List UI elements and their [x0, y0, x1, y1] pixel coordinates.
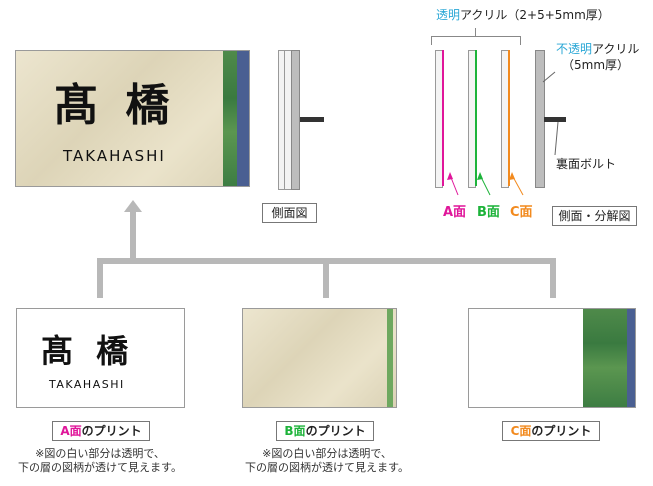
print-c-green-block	[583, 309, 627, 407]
opaque-thickness: （5mm厚）	[562, 58, 630, 72]
transparent-rest: アクリル（2+5+5mm厚）	[460, 8, 610, 22]
face-a-line	[442, 50, 444, 186]
print-c-panel	[468, 308, 636, 408]
print-a-face: A面	[60, 424, 82, 438]
print-c-label: C面のプリント	[502, 421, 600, 441]
transparent-bracket	[431, 36, 521, 45]
sign-composite: 髙 橋 TAKAHASHI	[15, 50, 250, 187]
sign-kanji: 髙 橋	[54, 80, 176, 131]
sign-navy-stripe	[237, 51, 249, 186]
print-b-note-line2: 下の層の図柄が透けて見えます。	[245, 461, 409, 474]
transparent-word: 透明	[436, 8, 461, 22]
print-a-suffix: のプリント	[81, 424, 142, 438]
print-b-green-stripe	[387, 309, 393, 407]
face-b-label: B面	[477, 205, 500, 220]
print-b-panel	[242, 308, 397, 408]
print-b-face: B面	[284, 424, 306, 438]
print-a-kanji: 髙 橋	[41, 332, 135, 370]
print-c-navy-stripe	[627, 309, 635, 407]
sign-roman: TAKAHASHI	[63, 147, 166, 165]
face-b-line	[475, 50, 477, 186]
opaque-caption: 不透明アクリル	[556, 42, 651, 56]
print-a-roman: TAKAHASHI	[49, 378, 125, 391]
print-b-label: B面のプリント	[276, 421, 374, 441]
print-b-note: ※図の白い部分は透明で、 下の層の図柄が透けて見えます。	[227, 447, 427, 475]
face-a-label: A面	[443, 205, 467, 220]
face-c-line	[508, 50, 510, 186]
side-view	[278, 50, 328, 190]
print-c-face: C面	[510, 424, 532, 438]
opaque-word: 不透明	[556, 42, 593, 56]
print-a-note-line1: ※図の白い部分は透明で、	[35, 447, 165, 460]
print-a-panel: 髙 橋 TAKAHASHI	[16, 308, 185, 408]
transparent-caption: 透明アクリル（2+5+5mm厚）	[436, 8, 651, 22]
transparent-bracket-tick	[475, 28, 476, 36]
print-c-suffix: のプリント	[531, 424, 592, 438]
exploded-bolt	[544, 117, 566, 122]
side-layer-3	[291, 50, 300, 190]
side-view-label: 側面図	[262, 203, 317, 223]
tree-drop-b	[323, 258, 329, 298]
tree-trunk	[130, 211, 136, 262]
tree-drop-c	[550, 258, 556, 298]
opaque-rest: アクリル	[592, 42, 640, 56]
print-b-suffix: のプリント	[305, 424, 366, 438]
sign-green-stripe	[223, 51, 237, 186]
print-a-label: A面のプリント	[52, 421, 150, 441]
bolt-label: 裏面ボルト	[556, 157, 617, 171]
side-bolt	[300, 117, 324, 122]
print-a-note: ※図の白い部分は透明で、 下の層の図柄が透けて見えます。	[0, 447, 200, 475]
print-a-note-line2: 下の層の図柄が透けて見えます。	[18, 461, 182, 474]
exploded-view-label: 側面・分解図	[552, 206, 637, 226]
face-c-label: C面	[510, 205, 533, 220]
tree-drop-a	[97, 258, 103, 298]
print-b-note-line1: ※図の白い部分は透明で、	[262, 447, 392, 460]
tree-arrowhead	[124, 200, 142, 212]
